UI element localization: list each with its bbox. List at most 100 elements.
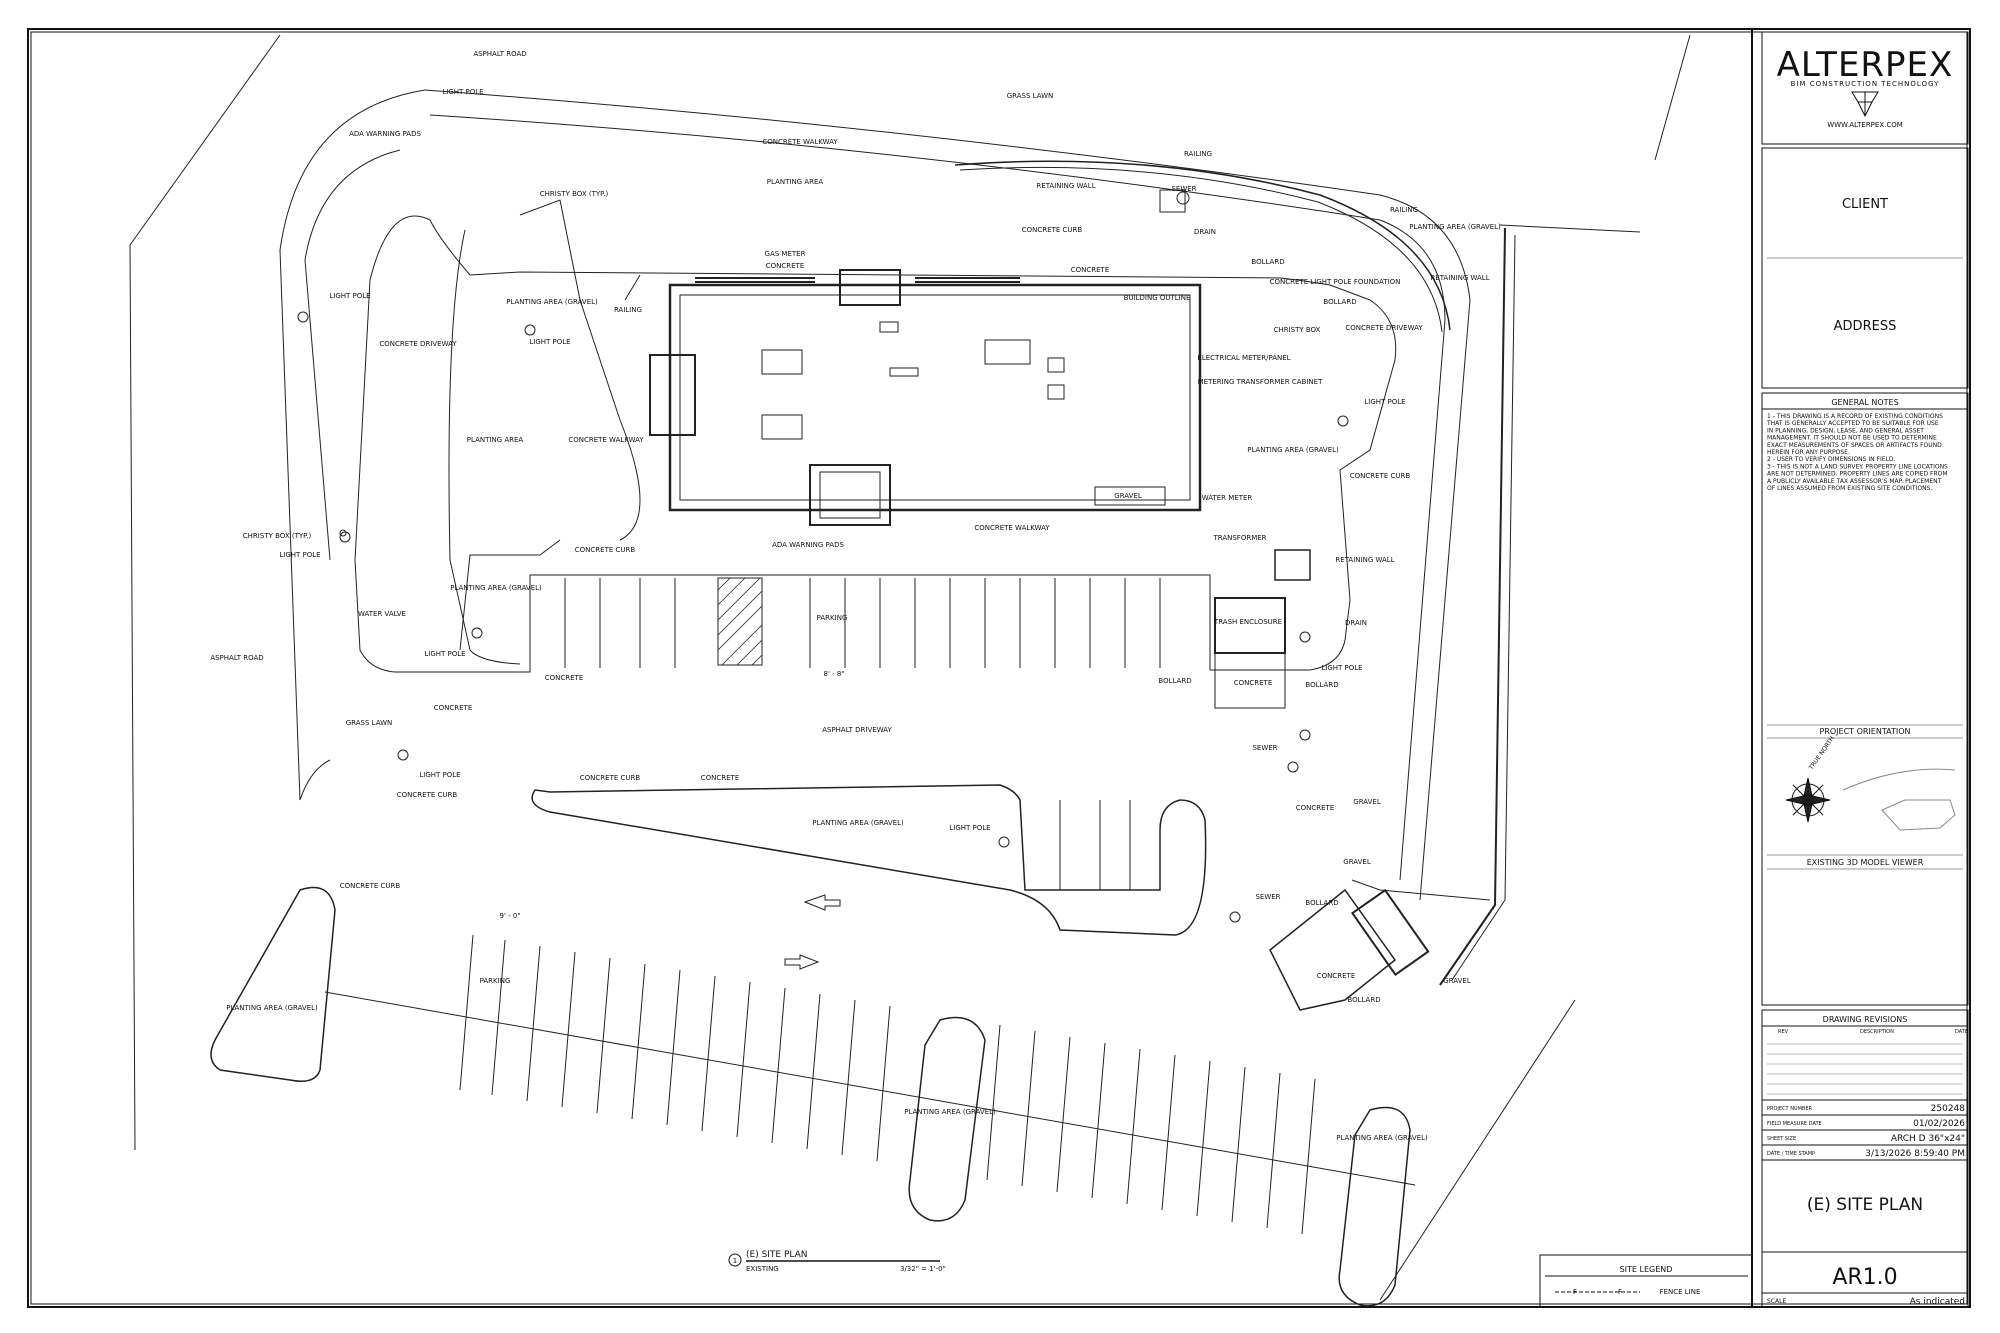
alterpex-logo-icon <box>1851 91 1879 118</box>
label-gravel-se2: GRAVEL <box>1443 977 1471 985</box>
label-bollard-se3: BOLLARD <box>1347 996 1380 1004</box>
building-gas-meter-box <box>839 269 901 306</box>
rooftop-unit-2 <box>761 414 803 440</box>
retaining-wall-east-inner <box>1451 234 1516 981</box>
info-row-key: PROJECT NUMBER <box>1767 1106 1812 1112</box>
label-gravel: GRAVEL <box>1114 492 1142 500</box>
label-railing-east: RAILING <box>1390 206 1418 214</box>
light-pole-icon <box>397 749 409 761</box>
label-concrete-se: CONCRETE <box>1317 972 1356 980</box>
label-ada-warning-pads: ADA WARNING PADS <box>349 130 421 138</box>
concrete-walkway-north <box>424 89 1471 901</box>
fence-symbol-f2: F <box>1618 1288 1622 1296</box>
ada-access-aisle <box>717 577 763 666</box>
general-note-line: 1 - THIS DRAWING IS A RECORD OF EXISTING… <box>1767 413 1943 420</box>
view-name: (E) SITE PLAN <box>746 1250 808 1260</box>
general-note-line: 3 - THIS IS NOT A LAND SURVEY. PROPERTY … <box>1767 463 1948 470</box>
concrete-joint <box>624 274 641 301</box>
label-retaining-wall-se: RETAINING WALL <box>1335 556 1394 564</box>
general-note-line: IN PLANNING, DESIGN, LEASE, AND GENERAL … <box>1767 427 1924 434</box>
property-line-southeast <box>1379 999 1576 1301</box>
label-light-pole-east: LIGHT POLE <box>1364 398 1405 406</box>
label-sewer-east: SEWER <box>1252 744 1277 752</box>
label-christy-box-typ-west: CHRISTY BOX (TYP.) <box>243 532 312 540</box>
label-bollard-se: BOLLARD <box>1305 681 1338 689</box>
rooftop-box-2 <box>1047 384 1065 400</box>
label-planting-area-gravel-center: PLANTING AREA (GRAVEL) <box>812 819 904 827</box>
general-note-line: EXACT MEASUREMENTS OF SPACES OR ARTIFACT… <box>1767 442 1942 449</box>
view-title: 1 (E) SITE PLAN EXISTING 3/32" = 1'-0" <box>728 1250 946 1273</box>
label-concrete-driveway-west: CONCRETE DRIVEWAY <box>379 340 457 348</box>
label-light-pole-center: LIGHT POLE <box>949 824 990 832</box>
label-concrete-east: CONCRETE <box>1296 804 1335 812</box>
label-asphalt-road-west: ASPHALT ROAD <box>210 654 263 662</box>
general-notes-panel <box>1761 392 1969 1006</box>
light-pole-icon <box>471 627 483 639</box>
label-concrete-curb-sw: CONCRETE CURB <box>575 546 636 554</box>
label-planting-area-gravel-sw: PLANTING AREA (GRAVEL) <box>450 584 542 592</box>
label-parking-north: PARKING <box>817 614 848 622</box>
info-row-value: 01/02/2026 <box>1913 1119 1965 1129</box>
label-water-valve: WATER VALVE <box>358 610 406 618</box>
property-line-west <box>129 34 281 1151</box>
site-legend: SITE LEGEND F F FENCE LINE <box>1539 1254 1753 1308</box>
general-note-line: 2 - USER TO VERIFY DIMENSIONS IN FIELD. <box>1767 456 1896 463</box>
sewer-icon <box>1176 191 1190 205</box>
label-light-pole: LIGHT POLE <box>442 88 483 96</box>
view-subtitle: EXISTING <box>746 1265 779 1273</box>
label-planting-area: PLANTING AREA <box>767 178 824 186</box>
general-note-line: MANAGEMENT. IT SHOULD NOT BE USED TO DET… <box>1767 435 1937 442</box>
light-pole-icon <box>998 836 1010 848</box>
label-asphalt-road-top: ASPHALT ROAD <box>473 50 526 58</box>
general-note-line: ARE NOT DETERMINED. PROPERTY LINES ARE C… <box>1767 471 1948 478</box>
concrete-driveway-west-edge <box>519 199 641 541</box>
label-bollard-ne: BOLLARD <box>1323 298 1356 306</box>
label-light-pole-s: LIGHT POLE <box>424 650 465 658</box>
label-concrete-curb-north: CONCRETE CURB <box>1022 226 1083 234</box>
rooftop-vent <box>889 367 919 377</box>
legend-title: SITE LEGEND <box>1620 1265 1673 1274</box>
label-drain-east: DRAIN <box>1345 619 1367 627</box>
info-row-key: SHEET SIZE <box>1767 1136 1796 1142</box>
view-number-bubble <box>728 1253 742 1267</box>
general-note-line: HEREIN FOR ANY PURPOSE. <box>1767 449 1850 456</box>
parking-stripes-south <box>459 934 1316 1235</box>
label-gravel-east: GRAVEL <box>1353 798 1381 806</box>
curb-planting-west <box>448 229 521 665</box>
revisions-col-date: DATE <box>1955 1029 1968 1035</box>
label-concrete-curb-sw2: CONCRETE CURB <box>340 882 401 890</box>
retaining-wall-south <box>1351 879 1491 901</box>
label-railing: RAILING <box>1184 150 1212 158</box>
sheet-inner-border <box>30 31 1968 1305</box>
transformer-pad <box>1274 549 1311 581</box>
label-concrete-s: CONCRETE <box>545 674 584 682</box>
label-light-pole-se: LIGHT POLE <box>1321 664 1362 672</box>
label-parking-south: PARKING <box>480 977 511 985</box>
label-concrete-walkway-west: CONCRETE WALKWAY <box>568 436 644 444</box>
building-entry-south-inner <box>819 471 881 519</box>
label-bollard-s: BOLLARD <box>1158 677 1191 685</box>
traffic-arrow-east <box>784 954 820 970</box>
concrete-pad-east <box>1214 652 1286 709</box>
outer-walkway-curve <box>279 89 426 801</box>
planting-island-southwest <box>210 886 336 1082</box>
label-planting-area-gravel-se4: PLANTING AREA (GRAVEL) <box>1336 1134 1428 1142</box>
concrete-pad-southeast <box>1269 888 1397 1011</box>
rooftop-unit-1 <box>761 349 803 375</box>
info-row-value: 3/13/2026 8:59:40 PM <box>1865 1149 1965 1159</box>
plan-labels: ASPHALT ROAD LIGHT POLE GRASS LAWN ADA W… <box>210 50 1501 1142</box>
christy-box-icon <box>339 529 347 537</box>
revisions-col-rev: REV <box>1778 1029 1789 1035</box>
label-building-outline: BUILDING OUTLINE <box>1124 294 1191 302</box>
gravel-strip <box>1094 486 1166 506</box>
building-bumpout-west <box>649 354 696 436</box>
rooftop-hatch <box>879 321 899 333</box>
label-concrete-driveway-east: CONCRETE DRIVEWAY <box>1345 324 1423 332</box>
label-grass-lawn-west: GRASS LAWN <box>346 719 393 727</box>
label-planting-area-gravel-e: PLANTING AREA (GRAVEL) <box>1247 446 1339 454</box>
railing-curve <box>954 160 1451 331</box>
label-concrete-curb-west: CONCRETE CURB <box>397 791 458 799</box>
scale-label: SCALE <box>1767 1298 1786 1305</box>
